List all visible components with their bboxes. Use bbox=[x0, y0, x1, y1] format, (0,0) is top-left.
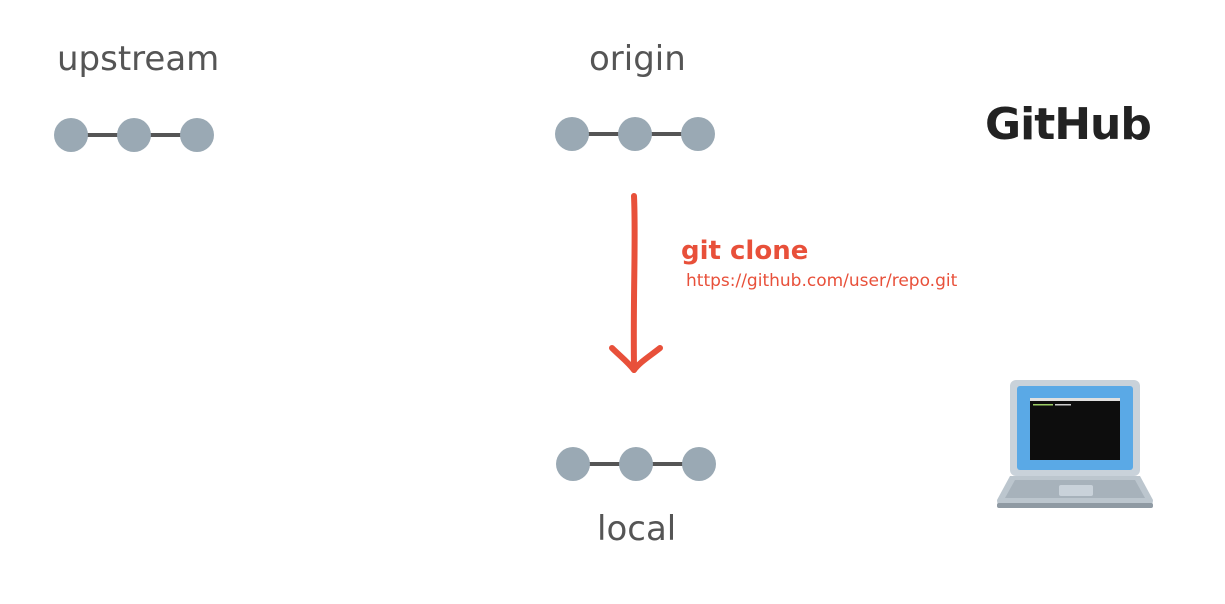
commit-node bbox=[556, 447, 590, 481]
commit-node bbox=[180, 118, 214, 152]
commit-node bbox=[619, 447, 653, 481]
commit-node bbox=[555, 117, 589, 151]
clone-arrow-icon bbox=[609, 193, 663, 373]
commit-node bbox=[682, 447, 716, 481]
local-label: local bbox=[597, 509, 677, 549]
commit-node bbox=[618, 117, 652, 151]
local-commit-chain bbox=[556, 447, 716, 481]
laptop-icon bbox=[997, 380, 1153, 508]
github-logo: GitHub bbox=[985, 99, 1152, 150]
upstream-commit-chain bbox=[54, 118, 214, 152]
upstream-label: upstream bbox=[57, 39, 220, 79]
origin-label: origin bbox=[589, 39, 686, 79]
git-clone-command: git clone bbox=[681, 236, 809, 266]
commit-node bbox=[54, 118, 88, 152]
commit-node bbox=[681, 117, 715, 151]
commit-node bbox=[117, 118, 151, 152]
origin-commit-chain bbox=[555, 117, 715, 151]
repo-url: https://github.com/user/repo.git bbox=[686, 271, 958, 291]
